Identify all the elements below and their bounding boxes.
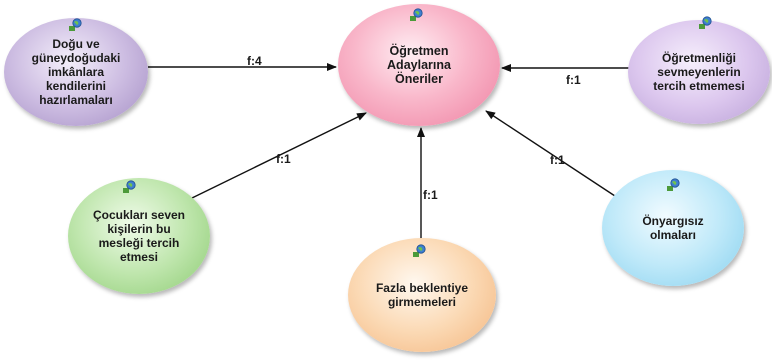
globe-node-icon <box>123 180 136 193</box>
edge-label-right: f:1 <box>566 73 581 87</box>
edge-label-bottom: f:1 <box>423 188 438 202</box>
globe-node-icon <box>413 244 426 257</box>
edge-label-bottom-right: f:1 <box>550 153 565 167</box>
node-ogretmenligi-sevmeyenler[interactable]: Öğretmenliği sevmeyenlerin tercih etmeme… <box>628 16 770 124</box>
edge-bottom-left-to-center <box>191 112 367 199</box>
node-label: Önyargısız olmaları <box>642 214 704 242</box>
node-label: Öğretmenliği sevmeyenlerin tercih etmeme… <box>653 51 745 93</box>
node-label: Fazla beklentiye girmemeleri <box>375 281 469 309</box>
node-cocuklari-seven[interactable]: Çocukları seven kişilerin bu mesleği ter… <box>68 178 210 294</box>
node-label: Öğretmen Adaylarına Öneriler <box>387 44 451 86</box>
globe-node-icon <box>699 16 712 29</box>
globe-node-icon <box>667 178 680 191</box>
edge-label-bottom-left: f:1 <box>276 152 291 166</box>
edge-bottom-right-to-center <box>485 110 619 199</box>
node-label: Doğu ve güneydoğudaki imkânlara kendiler… <box>31 37 121 107</box>
edge-label-left: f:4 <box>247 54 262 68</box>
node-dogu-ve-guneydogu[interactable]: Doğu ve güneydoğudaki imkânlara kendiler… <box>4 18 148 126</box>
node-fazla-beklenti[interactable]: Fazla beklentiye girmemeleri <box>348 238 496 352</box>
node-onyargisiz[interactable]: Önyargısız olmaları <box>602 170 744 286</box>
node-label: Çocukları seven kişilerin bu mesleği ter… <box>92 208 186 264</box>
globe-node-icon <box>410 8 423 21</box>
node-ogretmen-adaylarina-oneriler[interactable]: Öğretmen Adaylarına Öneriler <box>338 4 500 126</box>
globe-node-icon <box>69 18 82 31</box>
